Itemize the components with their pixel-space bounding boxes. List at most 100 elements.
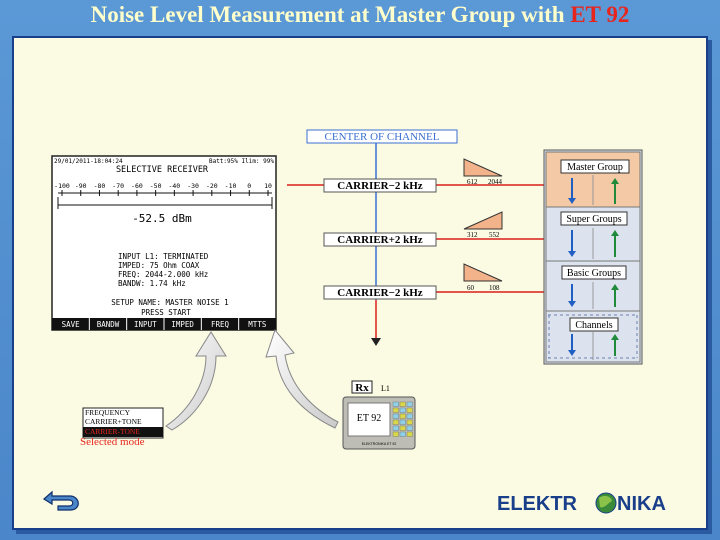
lcd-softkey-imped[interactable]: IMPED <box>171 320 194 329</box>
lcd-scale-label: -50 <box>150 182 162 190</box>
carrier-1-box <box>323 178 437 193</box>
down-arrowhead-icon <box>568 198 576 204</box>
carrier-3-range-lo: 60 <box>467 284 475 292</box>
spectrum-triangle-1 <box>463 158 503 177</box>
device-key <box>406 407 413 413</box>
lcd-frame <box>51 155 277 331</box>
carrier-1: CARRIER−2 kHz <box>323 178 437 193</box>
up-arrowhead-icon <box>611 334 619 340</box>
carrier-3: CARRIER−2 kHz <box>323 285 437 300</box>
device-screen <box>347 402 391 437</box>
device-key <box>399 431 406 437</box>
carrier-1-range-lo: 612 <box>467 178 478 186</box>
master-group-label: Master Group <box>567 162 623 173</box>
lcd-scale-label: -30 <box>187 182 199 190</box>
lcd-param-imped: IMPED: 75 Ohm COAX <box>118 261 200 270</box>
device-key <box>392 407 399 413</box>
lcd-header-left: 29/01/2011-18:04:24 <box>54 158 123 165</box>
lcd-scale-label: -80 <box>94 182 106 190</box>
lcd-scale-label: -90 <box>75 182 87 190</box>
lcd-scale-label: -60 <box>131 182 143 190</box>
up-arrowhead-icon <box>611 230 619 236</box>
lcd-softkey-mtts[interactable]: MTTS <box>248 320 267 329</box>
lcd-scale-label: -100 <box>54 182 70 190</box>
up-arrowhead-icon <box>611 178 619 184</box>
device-key <box>399 401 406 407</box>
down-arrowhead-icon <box>568 301 576 307</box>
mode-selected-highlight <box>83 427 163 437</box>
device-key <box>406 419 413 425</box>
mode-line-frequency: FREQUENCY <box>85 408 131 417</box>
page-title: Noise Level Measurement at Master Group … <box>0 2 720 28</box>
device-keypad <box>392 401 413 437</box>
rx-box <box>351 380 373 394</box>
mode-line-carrier-plus: CARRIER+TONE <box>85 417 142 426</box>
basic-groups-label: Basic Groups <box>567 268 621 279</box>
device-bottom-text: ELEKTRONIKA ET 92 <box>362 442 397 446</box>
super-groups-label: Super Groups <box>566 214 621 225</box>
lcd-ticks <box>61 190 269 196</box>
carrier-2-label: CARRIER+2 kHz <box>337 234 423 246</box>
device-key <box>392 425 399 431</box>
carrier-3-box <box>323 285 437 300</box>
group-stack: Master Group Super Groups Basic Groups C… <box>543 149 643 365</box>
back-arrow-icon[interactable] <box>42 490 79 511</box>
lcd-scale-label: -70 <box>112 182 124 190</box>
down-arrow-icon <box>371 338 381 346</box>
curved-arrow-left-icon <box>165 331 227 431</box>
device-key <box>399 419 406 425</box>
selected-mode-caption: Selected mode <box>80 436 145 448</box>
device-name: ET 92 <box>357 413 382 424</box>
center-label-box <box>306 129 458 144</box>
carrier-2: CARRIER+2 kHz <box>323 232 437 247</box>
super-groups-label-box <box>560 211 628 226</box>
lcd-scale-label: -40 <box>168 182 180 190</box>
lcd-softkey-bandw[interactable]: BANDW <box>97 320 120 329</box>
basic-groups-label-box <box>561 265 627 280</box>
mode-selector: FREQUENCY CARRIER+TONE CARRIER-TONE Sele… <box>80 407 164 448</box>
mode-line-carrier-minus: CARRIER-TONE <box>85 427 140 436</box>
down-arrowhead-icon <box>568 350 576 356</box>
lcd-param-input: INPUT L1: TERMINATED <box>118 252 209 261</box>
lcd-softkey-input[interactable]: INPUT <box>134 320 157 329</box>
globe-land-icon <box>599 495 612 508</box>
carrier-3-label: CARRIER−2 kHz <box>337 287 423 299</box>
lcd-header-right: Batt:95% Ilim: 99% <box>209 158 274 165</box>
lcd-scale-label: 0 <box>247 182 251 190</box>
device-key <box>399 407 406 413</box>
device-key <box>406 401 413 407</box>
lcd-softkeys: SAVE BANDW INPUT IMPED FREQ MTTS <box>62 318 267 330</box>
lcd-press-start: PRESS START <box>141 308 191 317</box>
carrier-1-label: CARRIER−2 kHz <box>337 180 423 192</box>
title-accent: ET 92 <box>570 2 630 27</box>
lcd-softkey-save[interactable]: SAVE <box>62 320 81 329</box>
device-key <box>392 419 399 425</box>
title-main: Noise Level Measurement at Master Group … <box>90 2 571 27</box>
carrier-2-box <box>323 232 437 247</box>
up-arrowhead-icon <box>611 284 619 290</box>
carrier-2-range-hi: 552 <box>489 231 500 239</box>
logo-text-right: NIKA <box>617 493 666 515</box>
lcd-scale-label: -20 <box>206 182 218 190</box>
lcd-param-freq: FREQ: 2044-2.000 kHz <box>118 270 208 279</box>
carrier-1-range-hi: 2044 <box>488 178 503 186</box>
lcd-setup-name: SETUP NAME: MASTER NOISE 1 <box>111 298 228 307</box>
et92-device: ET 92 ELEKTRONIKA ET 92 <box>342 396 416 450</box>
spectrum-triangle-2 <box>463 211 503 230</box>
lcd-scale-label: 10 <box>264 182 272 190</box>
lcd-title: SELECTIVE RECEIVER <box>116 165 209 175</box>
rx-port-label: L1 <box>381 384 390 393</box>
channels-label-box <box>569 317 619 332</box>
device-key <box>399 413 406 419</box>
spectrum-triangle-3 <box>463 263 503 282</box>
lcd-param-bandw: BANDW: 1.74 kHz <box>118 279 186 288</box>
rx-label: Rx <box>355 382 369 394</box>
group-arrows <box>568 178 619 356</box>
device-key <box>406 425 413 431</box>
device-key <box>399 425 406 431</box>
lcd-reading: -52.5 dBm <box>132 212 192 225</box>
lcd-softkey-freq[interactable]: FREQ <box>211 320 230 329</box>
